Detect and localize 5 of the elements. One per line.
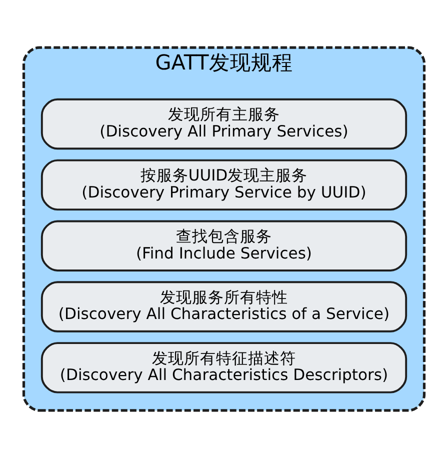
node-box: 发现所有主服务 (Discovery All Primary Services) (40, 98, 408, 150)
node-box: 查找包含服务 (Find Include Services) (40, 220, 408, 272)
node-box: 发现所有特征描述符 (Discovery All Characteristics Descriptors) (40, 342, 408, 394)
node-box: 按服务UUID发现主服务 (Discovery Primary Service by UUID) (40, 159, 408, 211)
node-box: 发现服务所有特性 (Discovery All Characteristics of a Service) (40, 281, 408, 332)
